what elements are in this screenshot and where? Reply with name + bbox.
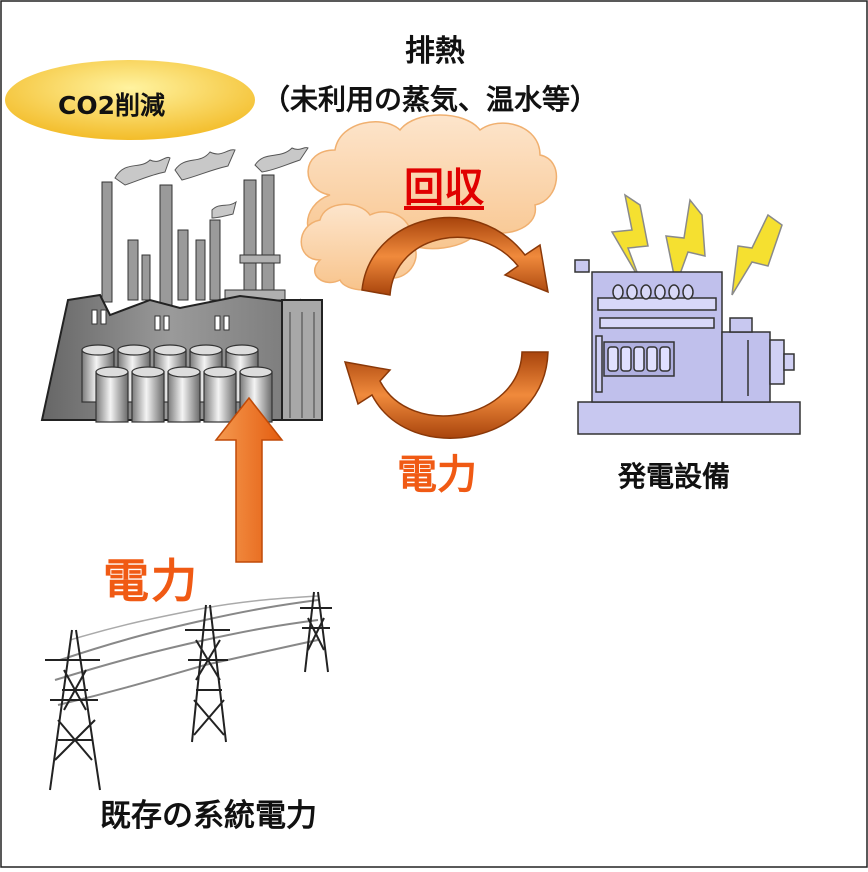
power-cycle-arrow xyxy=(343,351,549,439)
power-tower-icon xyxy=(45,591,332,791)
generator-label: 発電設備 xyxy=(618,460,731,493)
grid-power-label: 既存の系統電力 xyxy=(100,798,317,834)
recover-arrow xyxy=(361,216,549,296)
exhaust-title: 排熱 xyxy=(405,34,465,69)
lightning-icon xyxy=(610,193,783,296)
recover-label: 回収 xyxy=(404,165,484,211)
co2-bubble xyxy=(5,60,255,140)
generator-icon xyxy=(574,259,801,435)
co2-reduction-label: CO2削減 xyxy=(58,91,165,120)
factory-icon xyxy=(40,147,323,423)
power-left-label: 電力 xyxy=(103,554,199,608)
power-center-label: 電力 xyxy=(397,452,477,498)
exhaust-subtitle: （未利用の蒸気、温水等） xyxy=(262,83,599,116)
grid-power-arrow xyxy=(214,396,284,563)
